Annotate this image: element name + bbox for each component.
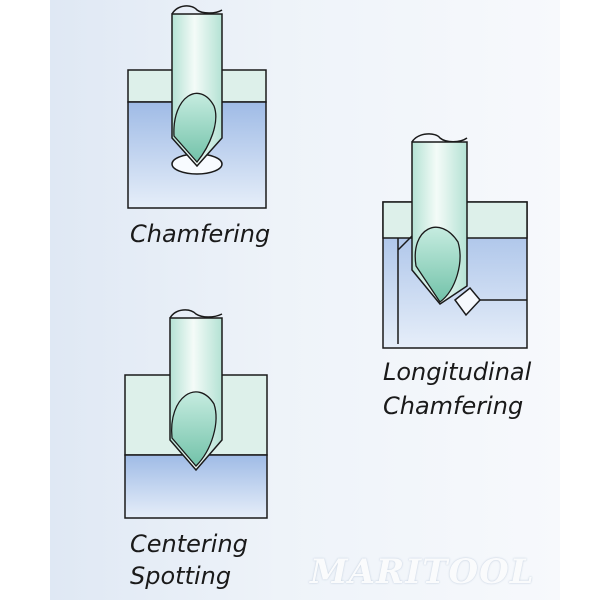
longitudinal-chamfering-label-line2: Chamfering [383,392,524,420]
spotting-label: Spotting [130,562,232,590]
centering-label: Centering [130,530,248,558]
centering-spotting-illustration [124,309,268,519]
longitudinal-chamfering-label-line1: Longitudinal [383,358,532,386]
chamfer-bevel [453,286,481,317]
chamfer-cut [397,235,413,344]
chamfer-tool [171,5,223,168]
chamfering-label: Chamfering [130,220,271,248]
watermark-logo: MARITOOL [310,552,535,592]
longitudinal-tool [411,133,468,306]
spotting-tool [169,309,223,472]
chamfering-illustration [127,5,267,209]
longitudinal-chamfering-illustration [382,133,528,349]
